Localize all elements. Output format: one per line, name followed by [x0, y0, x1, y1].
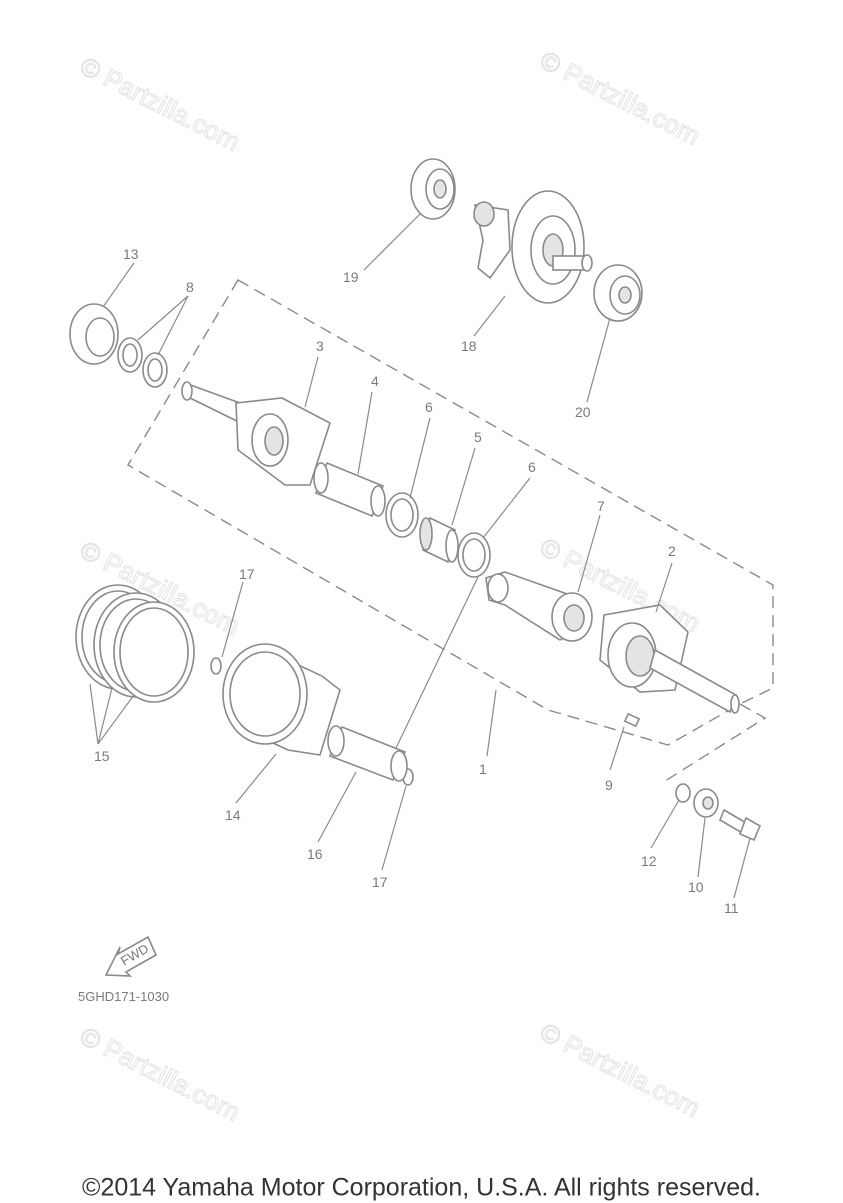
callout-6a: 6 [425, 399, 433, 415]
assembly-boundary [127, 279, 774, 746]
callout-14: 14 [225, 807, 241, 823]
watermark-top-right: © Partzilla.com [535, 45, 705, 151]
piston-pin-16 [327, 725, 408, 782]
leader-lines [89, 213, 751, 899]
callout-16: 16 [307, 846, 323, 862]
washer-6-right [457, 532, 491, 578]
bolt-11 [719, 808, 762, 842]
callouts: 1 2 3 4 5 6 6 7 8 9 10 11 12 13 14 15 16… [94, 246, 739, 916]
callout-20: 20 [575, 404, 591, 420]
clip-17-left [210, 657, 222, 675]
callout-11: 11 [724, 900, 739, 916]
copyright-notice: ©2014 Yamaha Motor Corporation, U.S.A. A… [82, 1173, 761, 1202]
washer-10 [693, 788, 719, 818]
callout-1: 1 [479, 761, 487, 777]
connecting-rod-7 [485, 571, 593, 642]
callout-19: 19 [343, 269, 359, 285]
callout-13: 13 [123, 246, 139, 262]
fwd-arrow-icon: FWD [104, 935, 158, 977]
callout-7: 7 [597, 498, 605, 514]
crank-right-2 [599, 604, 740, 714]
callout-9: 9 [605, 777, 613, 793]
callout-6b: 6 [528, 459, 536, 475]
callout-17b: 17 [372, 874, 388, 890]
assembly-boundary-bolt [661, 703, 767, 784]
shims-8 [117, 337, 168, 388]
callout-10: 10 [688, 879, 704, 895]
callout-2: 2 [668, 543, 676, 559]
oil-seal-13 [69, 303, 119, 365]
watermark-top-left: © Partzilla.com [75, 51, 245, 157]
callout-4: 4 [371, 373, 379, 389]
callout-8: 8 [186, 279, 194, 295]
oring-12 [675, 783, 691, 803]
watermark-group: © Partzilla.com © Partzilla.com © Partzi… [75, 44, 706, 1127]
bearing-20 [593, 264, 643, 322]
callout-17a: 17 [239, 566, 255, 582]
callout-18: 18 [461, 338, 477, 354]
piston-rings-15 [75, 584, 195, 703]
bearing-19 [410, 158, 456, 220]
crank-left-3 [181, 381, 331, 486]
crank-pin-4 [313, 461, 386, 518]
callout-5: 5 [474, 429, 482, 445]
watermark-bottom-left: © Partzilla.com [75, 1021, 245, 1127]
part-code: 5GHD171-1030 [78, 989, 169, 1004]
watermark-bottom-right: © Partzilla.com [535, 1017, 705, 1123]
callout-12: 12 [641, 853, 657, 869]
key-9 [623, 712, 641, 728]
balancer-shaft-18 [473, 190, 593, 304]
washer-6-left [385, 492, 419, 538]
callout-3: 3 [316, 338, 324, 354]
piston-14 [222, 643, 341, 756]
callout-15: 15 [94, 748, 110, 764]
needle-bearing-5 [419, 516, 459, 564]
